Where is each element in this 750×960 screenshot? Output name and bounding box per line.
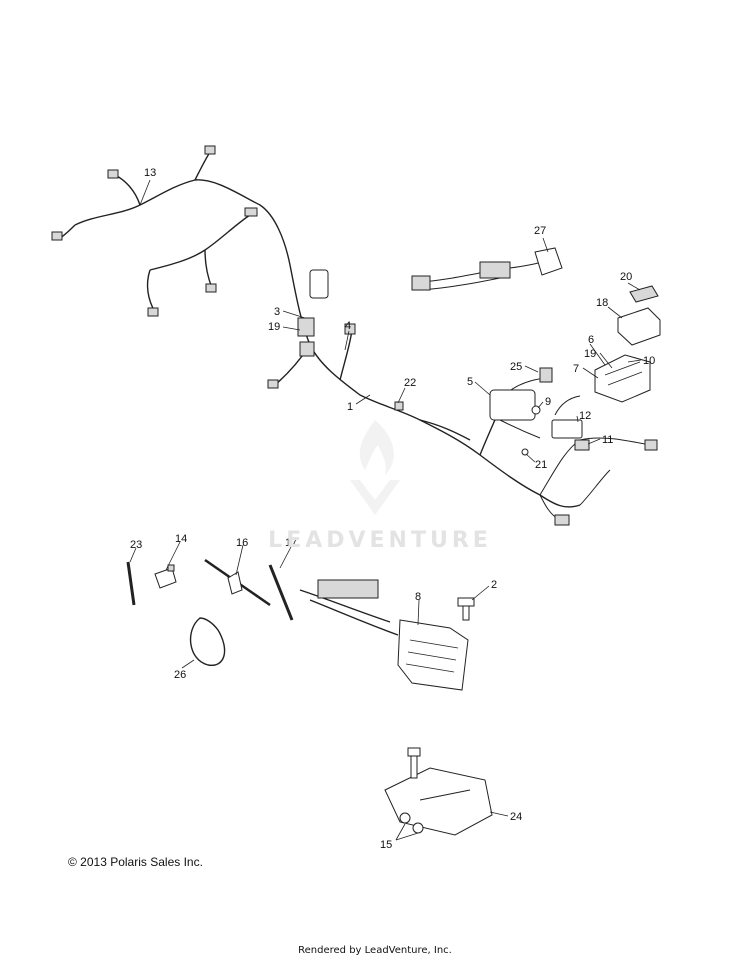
callout-14: 14 bbox=[175, 533, 187, 545]
fuse-box-parts bbox=[594, 285, 661, 403]
callout-9: 9 bbox=[545, 396, 551, 408]
callout-20: 20 bbox=[620, 271, 632, 283]
callout-8: 8 bbox=[415, 591, 421, 603]
copyright-text: © 2013 Polaris Sales Inc. bbox=[68, 855, 203, 869]
callout-25: 25 bbox=[510, 361, 522, 373]
loop-strap-26 bbox=[189, 617, 226, 666]
callout-16: 16 bbox=[236, 537, 248, 549]
clip-14 bbox=[154, 564, 177, 589]
callout-18: 18 bbox=[596, 297, 608, 309]
right-harness-parts bbox=[489, 367, 590, 456]
watermark-logo bbox=[350, 420, 400, 515]
bolt-2 bbox=[457, 597, 475, 621]
tie-strap-23 bbox=[126, 561, 136, 606]
regulator-8 bbox=[299, 579, 469, 691]
callout-24: 24 bbox=[510, 811, 522, 823]
callout-26: 26 bbox=[174, 669, 186, 681]
callout-2: 2 bbox=[491, 579, 497, 591]
callout-5: 5 bbox=[467, 376, 473, 388]
callout-labels: 13 27 20 18 3 19 4 6 19 10 7 25 5 22 9 1… bbox=[130, 167, 655, 851]
callout-6: 6 bbox=[588, 334, 594, 346]
callout-27: 27 bbox=[534, 225, 546, 237]
callout-23: 23 bbox=[130, 539, 142, 551]
strap-17 bbox=[268, 564, 294, 621]
tie-clip-16 bbox=[204, 558, 271, 607]
leader-lines bbox=[129, 179, 642, 841]
callout-21: 21 bbox=[535, 459, 547, 471]
callout-3: 3 bbox=[274, 306, 280, 318]
watermark-text: LEADVENTURE bbox=[268, 528, 492, 553]
callout-22: 22 bbox=[404, 377, 416, 389]
rendered-by-footer: Rendered by LeadVenture, Inc. bbox=[298, 945, 452, 956]
callout-15: 15 bbox=[380, 839, 392, 851]
bracket-24 bbox=[384, 747, 493, 836]
callout-11: 11 bbox=[602, 434, 613, 446]
callout-4: 4 bbox=[345, 320, 351, 332]
callout-19b: 19 bbox=[584, 348, 596, 360]
relay-assembly-27 bbox=[411, 247, 563, 291]
callout-12: 12 bbox=[579, 410, 591, 422]
callout-10: 10 bbox=[643, 355, 655, 367]
wire-harness bbox=[59, 151, 651, 521]
callout-7: 7 bbox=[573, 363, 579, 375]
callout-17: 17 bbox=[285, 537, 297, 549]
callout-13: 13 bbox=[144, 167, 156, 179]
callout-19a: 19 bbox=[268, 321, 280, 333]
harness-connectors bbox=[51, 145, 658, 526]
callout-1: 1 bbox=[347, 401, 353, 413]
